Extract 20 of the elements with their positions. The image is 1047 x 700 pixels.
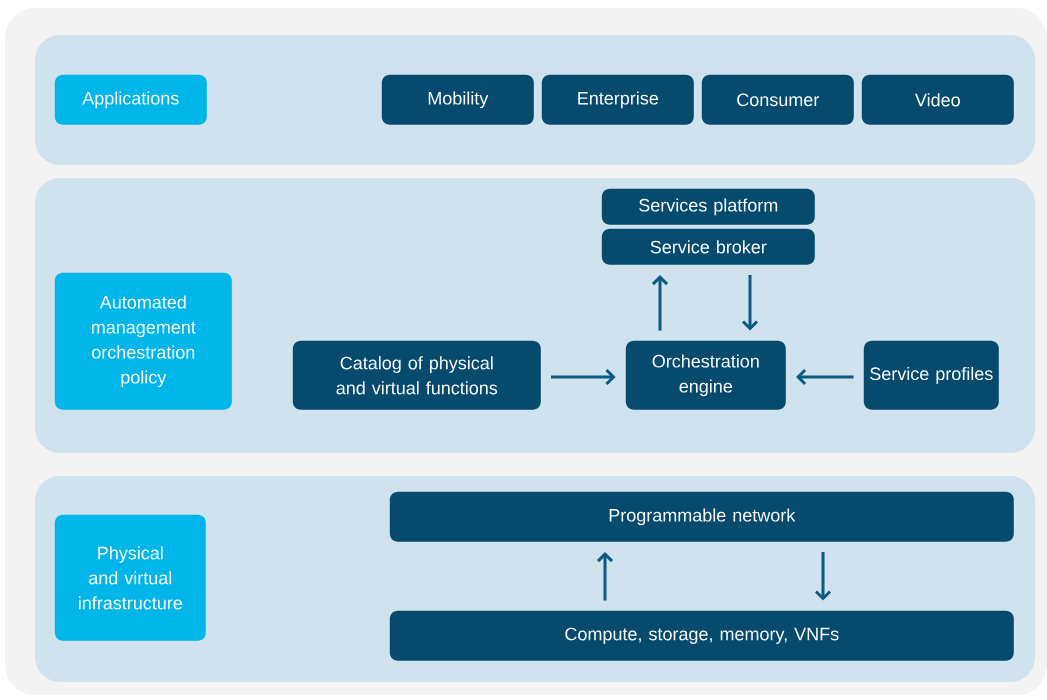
component-box: Consumer	[701, 74, 854, 125]
arrow	[796, 368, 854, 386]
arrow	[651, 275, 669, 331]
arrow	[551, 368, 616, 386]
component-box: Enterprise	[541, 74, 694, 125]
layer-label-box: Physical and virtual infrastructure	[54, 514, 206, 641]
component-box: Programmable network	[389, 491, 1014, 542]
component-box: Catalog of physical and virtual functions	[292, 340, 541, 410]
component-box: Mobility	[381, 74, 534, 125]
layer-label-box: Applications	[54, 74, 207, 125]
component-box: Service profiles	[863, 340, 999, 410]
arrow	[596, 552, 614, 601]
component-box: Video	[861, 74, 1014, 125]
component-box: Service broker	[601, 228, 815, 265]
arrow	[741, 275, 759, 331]
component-box: Services platform	[601, 188, 815, 225]
arrow	[814, 552, 832, 601]
component-box: Compute, storage, memory, VNFs	[389, 610, 1014, 661]
layer-label-box: Automated management orchestration policy	[54, 272, 232, 410]
component-box: Orchestration engine	[625, 340, 786, 410]
